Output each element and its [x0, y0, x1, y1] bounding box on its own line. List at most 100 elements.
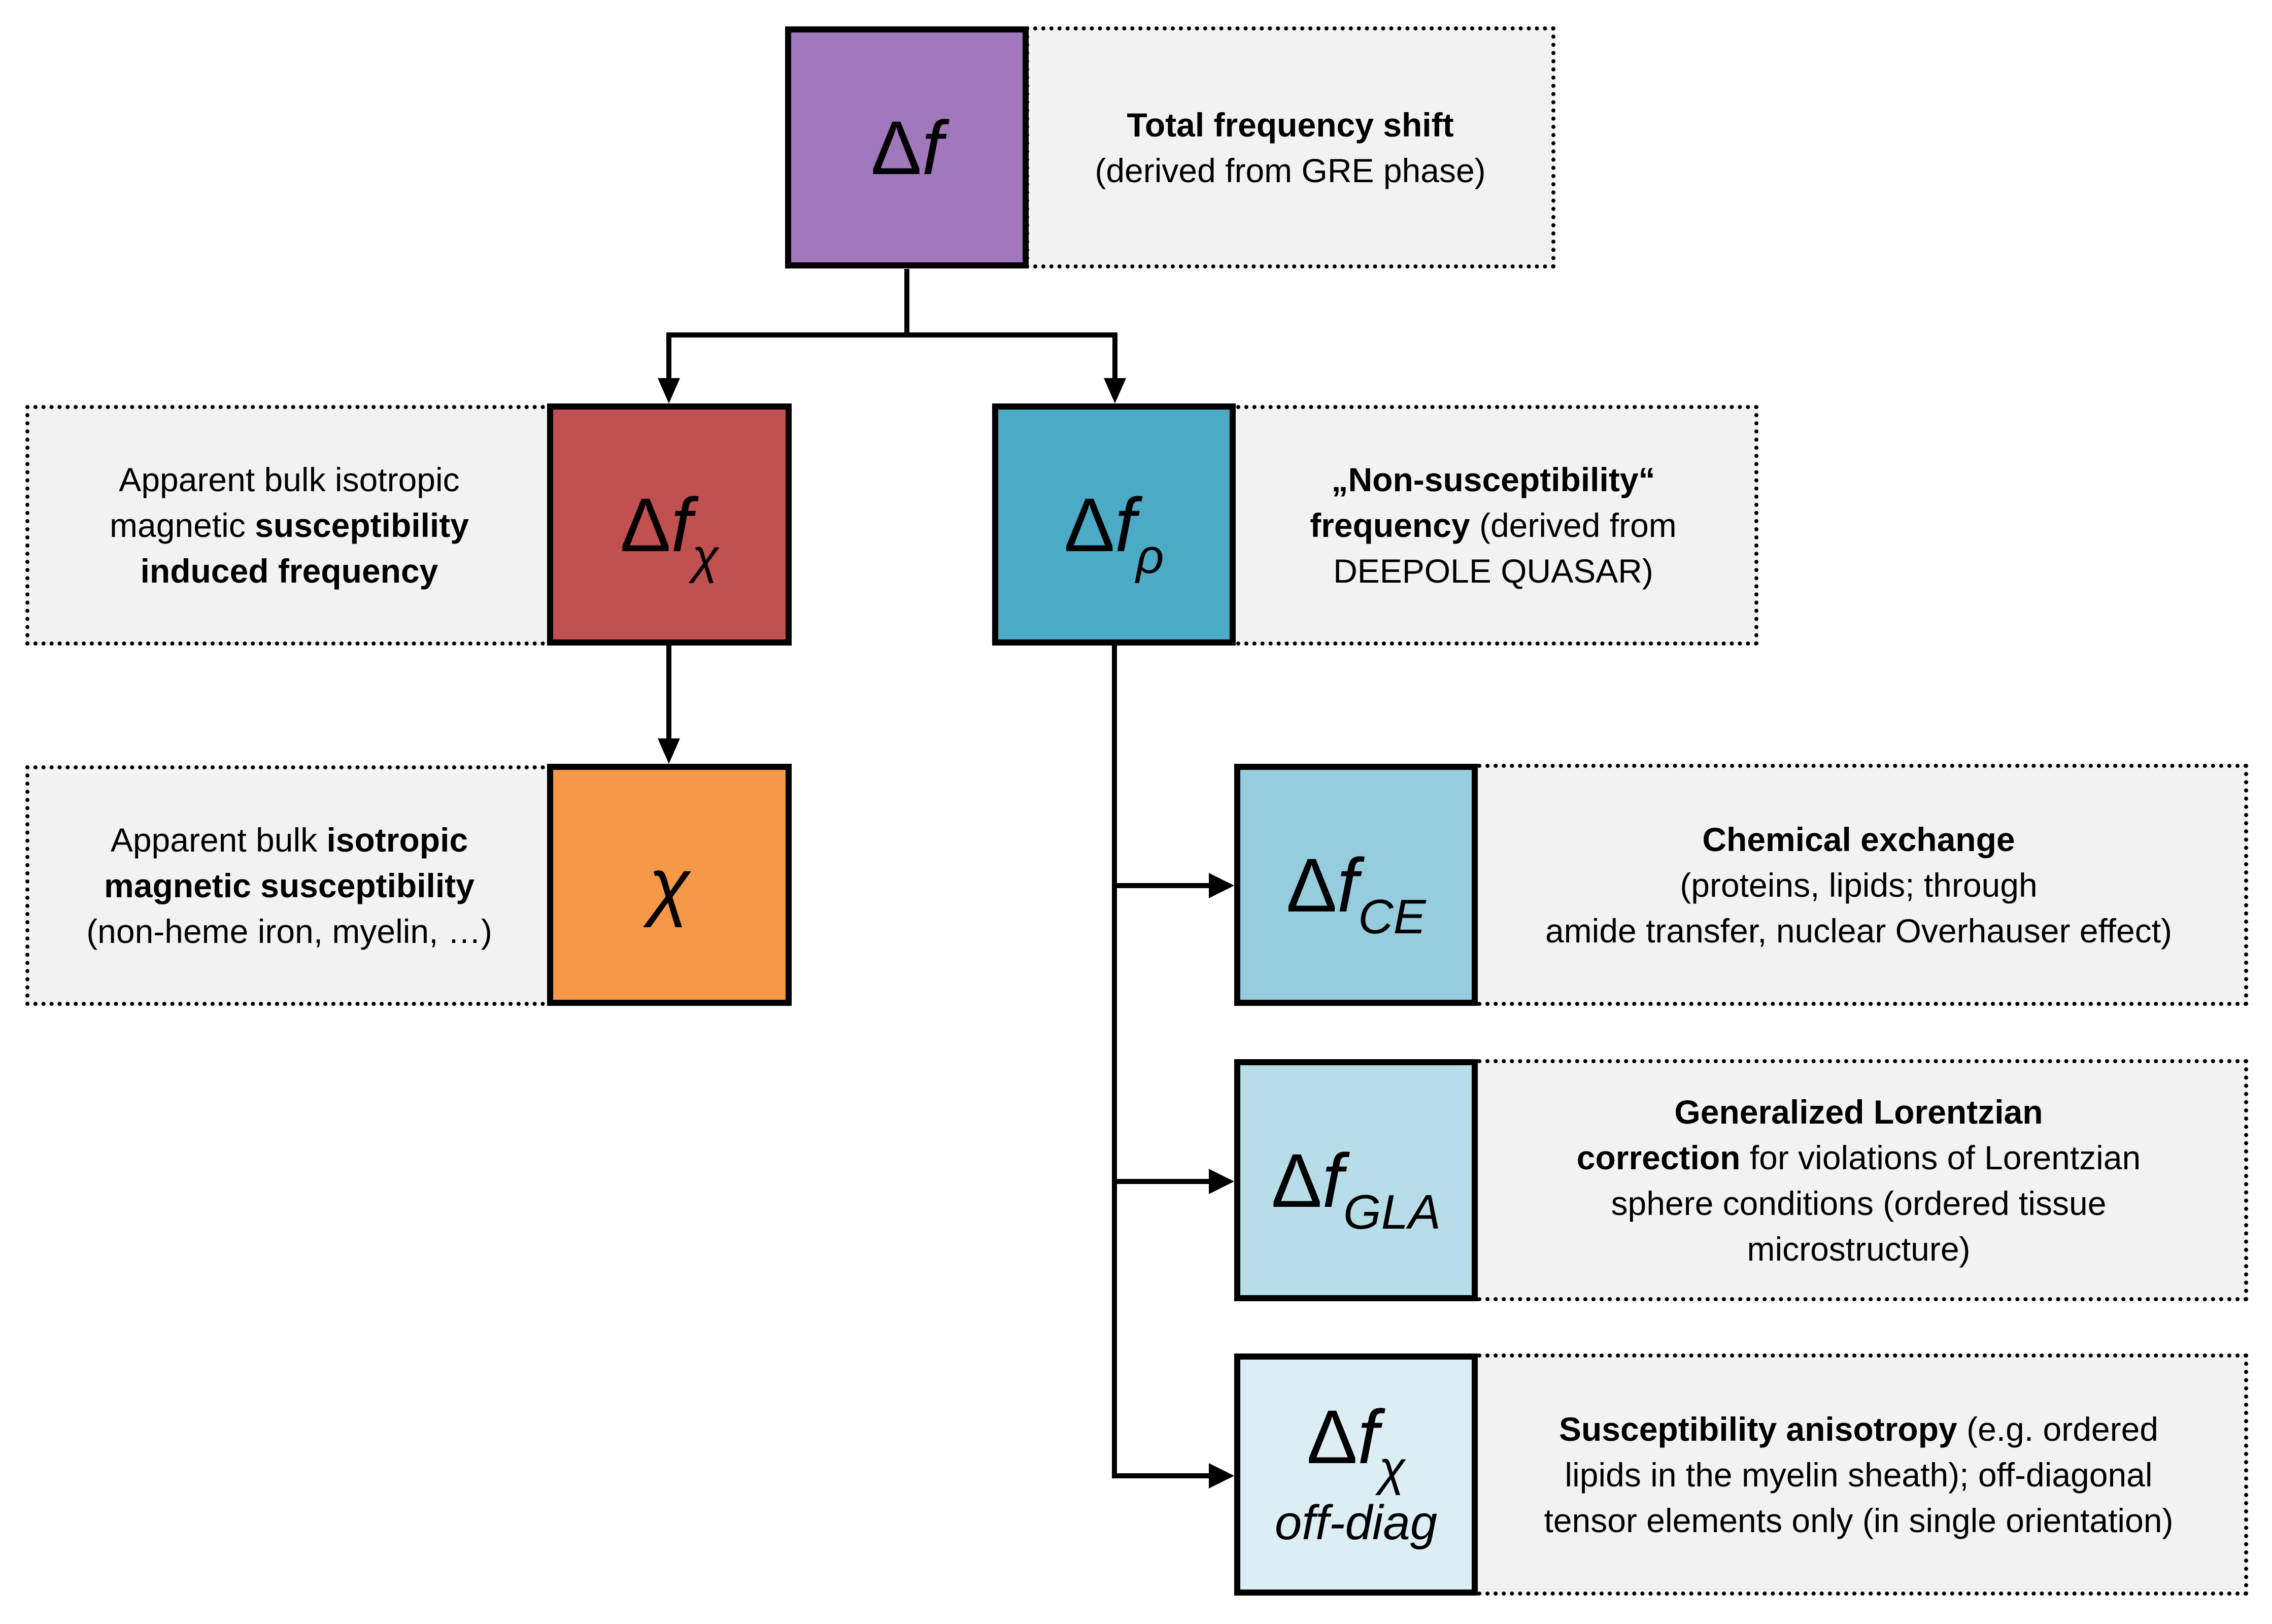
variable-glyph: f [922, 105, 943, 190]
desc-bold-text: Susceptibility anisotropy [1558, 1410, 1957, 1448]
desc-chi-freq: Apparent bulk isotropic magnetic suscepti… [25, 405, 553, 646]
desc-line: correction for violations of Lorentzian [1577, 1135, 2141, 1180]
desc-line: amide transfer, nuclear Overhauser effec… [1545, 908, 2172, 954]
desc-rho: „Non-susceptibility“ frequency (derived f… [1228, 405, 1758, 646]
arrowhead-rho [1104, 378, 1126, 403]
symbol-gla: ΔfGLA [1271, 1142, 1441, 1237]
desc-line: tensor elements only (in single orientat… [1544, 1498, 2174, 1543]
desc-text: sphere conditions (ordered tissue [1611, 1184, 2107, 1222]
delta-glyph: Δ [620, 482, 671, 567]
node-chi-freq: Δfχ [547, 403, 792, 646]
desc-bold-text: isotropic [326, 821, 468, 859]
delta-glyph: Δ [1286, 842, 1337, 928]
node-rho: Δfρ [992, 403, 1236, 646]
desc-total: Total frequency shift (derived from GRE p… [1025, 26, 1555, 268]
desc-total-text: Total frequency shift (derived from GRE p… [1095, 102, 1485, 193]
symbol-offdiag: Δfχ [1307, 1399, 1405, 1493]
desc-text: Apparent bulk isotropic [119, 461, 460, 498]
desc-bold-text: „Non-susceptibility“ [1331, 461, 1655, 498]
arrowhead-gla [1209, 1169, 1234, 1194]
desc-chi-text: Apparent bulk isotropic magnetic suscepti… [86, 817, 492, 954]
subscript-glyph: χ [1378, 1441, 1406, 1496]
desc-line: (proteins, lipids; through [1545, 862, 2172, 908]
node-total: Δf [785, 26, 1029, 268]
desc-ce: Chemical exchange (proteins, lipids; thro… [1469, 764, 2248, 1006]
desc-text: amide transfer, nuclear Overhauser effec… [1545, 911, 2173, 950]
desc-bold-text: induced frequency [140, 552, 438, 590]
desc-text: DEEPOLE QUASAR) [1333, 552, 1653, 590]
desc-line: frequency (derived from [1310, 502, 1677, 548]
subscript-glyph: ρ [1136, 529, 1164, 584]
symbol-ce: ΔfCE [1286, 847, 1426, 941]
arrowhead-chi-freq [658, 378, 680, 403]
desc-line: „Non-susceptibility“ [1310, 457, 1677, 502]
desc-text: (derived from [1470, 506, 1677, 544]
desc-line: Susceptibility anisotropy (e.g. ordered [1544, 1406, 2174, 1452]
node-ce: ΔfCE [1234, 764, 1478, 1006]
desc-line: induced frequency [110, 548, 469, 594]
subscript-glyph: CE [1358, 889, 1426, 944]
desc-gla-text: Generalized Lorentzian correction for vio… [1577, 1089, 2141, 1272]
desc-text: (e.g. ordered [1957, 1410, 2159, 1448]
desc-line: lipids in the myelin sheath); off-diagon… [1544, 1452, 2174, 1498]
desc-line: magnetic susceptibility [86, 863, 492, 908]
symbol-total: Δf [871, 110, 943, 186]
arrowhead-chi [658, 738, 680, 764]
desc-text: (derived from GRE phase) [1095, 151, 1486, 189]
desc-text: Apparent bulk [110, 821, 327, 859]
node-chi: χ [547, 764, 792, 1006]
node-gla: ΔfGLA [1234, 1059, 1478, 1301]
variable-glyph: f [1322, 1137, 1343, 1223]
node-offdiag: Δfχ off-diag [1234, 1354, 1478, 1596]
desc-line: sphere conditions (ordered tissue [1577, 1180, 2141, 1226]
delta-glyph: Δ [1306, 1394, 1358, 1479]
symbol-chi: χ [649, 847, 690, 923]
desc-line: DEEPOLE QUASAR) [1310, 548, 1677, 594]
desc-bold-text: Total frequency shift [1127, 106, 1454, 144]
symbol-offdiag-label: off-diag [1274, 1495, 1438, 1550]
delta-glyph: Δ [1064, 482, 1115, 567]
delta-glyph: Δ [1271, 1137, 1322, 1223]
desc-offdiag: Susceptibility anisotropy (e.g. ordered l… [1469, 1354, 2248, 1596]
symbol-rho: Δfρ [1064, 487, 1164, 581]
variable-glyph: χ [649, 842, 690, 928]
variable-glyph: f [1358, 1394, 1379, 1479]
subscript-glyph: χ [692, 529, 719, 584]
desc-line: Total frequency shift [1095, 102, 1485, 148]
desc-text: tensor elements only (in single orientat… [1544, 1501, 2174, 1539]
desc-bold-text: Generalized Lorentzian [1674, 1093, 2043, 1131]
desc-text: (proteins, lipids; through [1680, 866, 2038, 904]
delta-glyph: Δ [871, 105, 922, 190]
desc-bold-text: frequency [1310, 506, 1470, 544]
desc-line: Apparent bulk isotropic [86, 817, 492, 863]
desc-chi: Apparent bulk isotropic magnetic suscepti… [25, 765, 553, 1006]
desc-line: (derived from GRE phase) [1095, 148, 1485, 193]
desc-bold-text: susceptibility [255, 506, 469, 544]
desc-chi-freq-text: Apparent bulk isotropic magnetic suscepti… [110, 457, 469, 594]
variable-glyph: f [1337, 842, 1359, 928]
desc-text: for violations of Lorentzian [1740, 1138, 2141, 1176]
desc-line: Generalized Lorentzian [1577, 1089, 2141, 1135]
variable-glyph: f [671, 482, 692, 567]
desc-text: lipids in the myelin sheath); off-diagon… [1565, 1456, 2153, 1494]
variable-glyph: f [1114, 482, 1136, 567]
desc-line: Chemical exchange [1545, 817, 2172, 862]
desc-gla: Generalized Lorentzian correction for vio… [1469, 1059, 2248, 1301]
desc-text: microstructure) [1747, 1230, 1971, 1268]
arrowhead-ce [1209, 873, 1234, 898]
desc-bold-text: correction [1576, 1138, 1741, 1176]
subscript-glyph: GLA [1343, 1185, 1441, 1239]
desc-offdiag-text: Susceptibility anisotropy (e.g. ordered l… [1544, 1406, 2174, 1543]
desc-text: magnetic [110, 506, 255, 544]
desc-rho-text: „Non-susceptibility“ frequency (derived f… [1310, 457, 1677, 594]
desc-line: microstructure) [1577, 1226, 2141, 1272]
desc-line: magnetic susceptibility [110, 502, 469, 548]
desc-line: Apparent bulk isotropic [110, 457, 469, 502]
desc-bold-text: Chemical exchange [1702, 820, 2015, 858]
desc-ce-text: Chemical exchange (proteins, lipids; thro… [1545, 817, 2172, 954]
desc-line: (non-heme iron, myelin, …) [86, 908, 492, 954]
desc-text: (non-heme iron, myelin, …) [86, 912, 492, 950]
desc-bold-text: magnetic susceptibility [104, 867, 474, 904]
symbol-chi-freq: Δfχ [620, 487, 719, 581]
